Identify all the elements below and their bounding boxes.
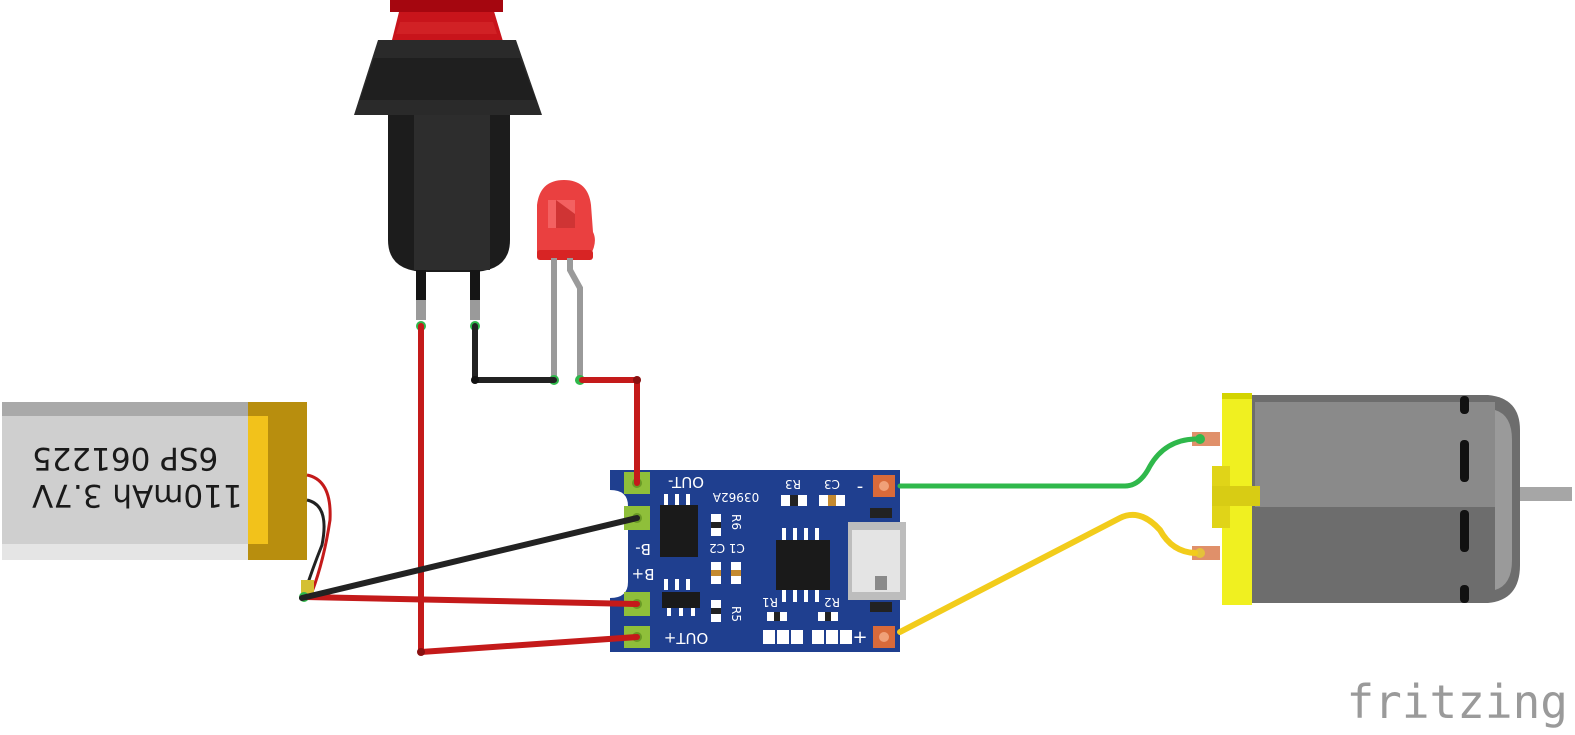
dc-motor — [1192, 393, 1572, 605]
label-minus: - — [857, 476, 864, 497]
label-out-minus: OUT- — [668, 473, 704, 491]
motor-shaft — [1510, 487, 1572, 501]
label-c3: C3 — [824, 477, 840, 491]
label-r5: R5 — [729, 606, 743, 622]
wire-green — [897, 436, 1198, 489]
charger-board: OUT- OUT+ B- B+ 03962A R3 C3 R6 C1 C2 R5… — [610, 470, 906, 652]
push-button — [354, 0, 542, 331]
label-r2: R2 — [824, 595, 840, 609]
wire-red-battery — [303, 594, 640, 607]
wire-black-battery — [299, 515, 640, 601]
wires — [299, 323, 1198, 656]
charger-ic — [776, 540, 830, 590]
battery-label-line1: 110mAh 3.7V — [32, 477, 243, 513]
wire-black-button-led — [472, 323, 557, 383]
label-r1: R1 — [762, 595, 778, 609]
label-out-plus: OUT+ — [664, 629, 709, 647]
wire-yellow — [897, 512, 1198, 635]
protection-ic — [660, 505, 698, 557]
red-led — [537, 180, 595, 385]
label-plus: + — [852, 627, 867, 648]
battery-label-line2: 6SP 061225 — [32, 440, 218, 476]
label-r6: R6 — [729, 514, 743, 530]
label-r3: R3 — [785, 477, 801, 491]
lipo-battery: 110mAh 3.7V 6SP 061225 — [2, 402, 332, 602]
label-b-plus: B+ — [632, 565, 655, 583]
button-bezel — [354, 40, 542, 115]
wire-red-led — [579, 377, 640, 486]
label-b-minus: B- — [635, 540, 651, 558]
fritzing-watermark: fritzing — [1346, 675, 1568, 729]
label-c1c2: C1 C2 — [709, 541, 745, 555]
label-chip-code: 03962A — [712, 490, 759, 504]
button-cap — [390, 8, 505, 48]
